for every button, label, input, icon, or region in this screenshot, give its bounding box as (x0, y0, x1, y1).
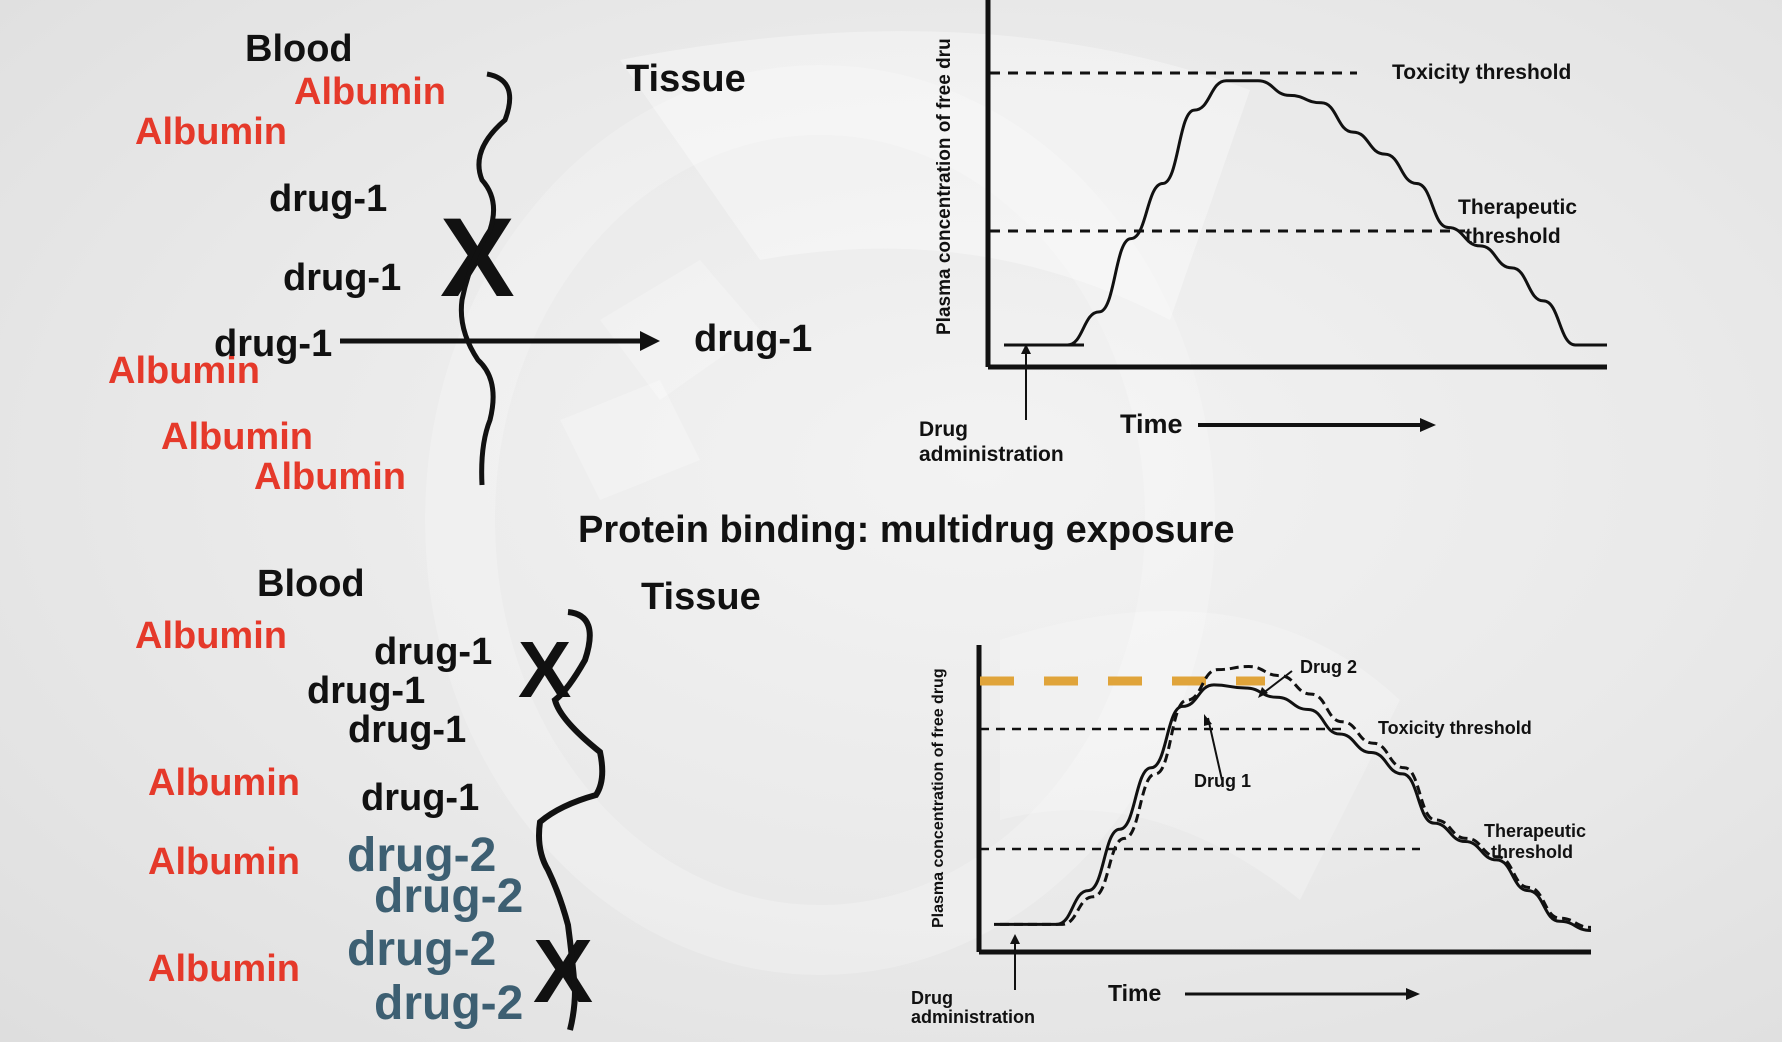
administration-label: Drug (911, 988, 953, 1008)
y-axis-label: Plasma concentration of free drug (930, 668, 947, 928)
albumin-label: Albumin (148, 762, 300, 804)
therapeutic-threshold-label: threshold (1491, 842, 1574, 862)
transport-arrow-head (640, 331, 660, 351)
therapeutic-threshold-label: threshold (1465, 225, 1561, 248)
albumin-label: Albumin (135, 111, 287, 153)
therapeutic-threshold-label: Therapeutic (1458, 196, 1578, 219)
drug1-label: drug-1 (307, 670, 426, 712)
membrane-line (536, 609, 606, 1031)
administration-label: administration (911, 1007, 1036, 1027)
page-title: Protein binding: multidrug exposure (578, 509, 1235, 551)
drug2-pointer (1261, 670, 1293, 695)
x-axis-label: Time (1108, 980, 1162, 1006)
administration-label: administration (919, 443, 1064, 466)
drug1-series-label: Drug 1 (1194, 771, 1252, 791)
drug1-label: drug-1 (348, 709, 467, 751)
blood-label: Blood (245, 28, 353, 70)
drug2-label: drug-2 (374, 870, 524, 923)
albumin-label: Albumin (148, 948, 300, 990)
drug1-label: drug-1 (374, 631, 493, 673)
block-x-mark: X (533, 922, 594, 1022)
albumin-label: Albumin (148, 841, 300, 883)
drug1-tissue-label: drug-1 (694, 318, 813, 360)
tissue-label: Tissue (641, 576, 761, 618)
administration-label: Drug (919, 418, 968, 441)
x-axis-label: Time (1120, 409, 1183, 439)
series-line-drug-2 (1000, 664, 1592, 929)
toxicity-threshold-label: Toxicity threshold (1392, 61, 1572, 84)
series-line-drug-1 (994, 683, 1592, 932)
drug2-pointer-head (1258, 687, 1268, 698)
drug1-label: drug-1 (214, 323, 333, 365)
blood-label: Blood (257, 563, 365, 605)
drug1-pointer-head (1204, 714, 1212, 726)
albumin-label: Albumin (254, 456, 406, 498)
albumin-label: Albumin (294, 71, 446, 113)
series-line (1003, 79, 1607, 347)
albumin-label: Albumin (135, 615, 287, 657)
drug1-pointer (1207, 717, 1223, 781)
toxicity-threshold-label: Toxicity threshold (1378, 718, 1532, 738)
drug2-series-label: Drug 2 (1300, 657, 1358, 677)
tissue-label: Tissue (626, 58, 746, 100)
albumin-label: Albumin (161, 416, 313, 458)
time-arrow-head (1420, 418, 1436, 432)
administration-arrow-head (1010, 934, 1020, 944)
administration-arrow-head (1021, 344, 1031, 354)
drug1-label: drug-1 (361, 777, 480, 819)
albumin-label: Albumin (108, 350, 260, 392)
drug1-label: drug-1 (269, 178, 388, 220)
y-axis-label: Plasma concentration of free dru (934, 38, 955, 335)
drug2-label: drug-2 (347, 923, 497, 976)
membrane-line (458, 71, 513, 486)
therapeutic-threshold-label: Therapeutic (1484, 821, 1587, 841)
time-arrow-head (1406, 988, 1420, 1000)
drug2-label: drug-2 (374, 977, 524, 1030)
drug2-label: drug-2 (347, 829, 497, 882)
drug1-label: drug-1 (283, 257, 402, 299)
